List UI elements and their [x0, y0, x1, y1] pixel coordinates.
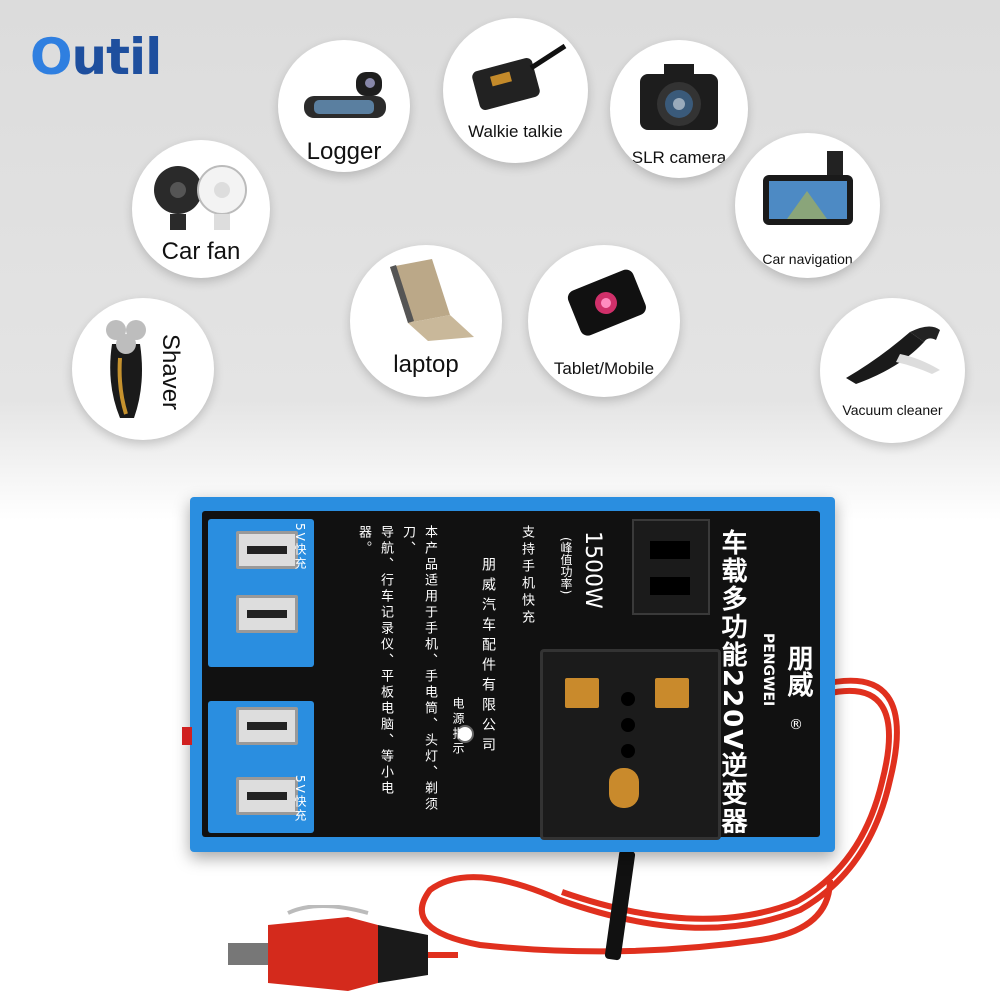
usb-port[interactable]	[236, 707, 298, 745]
laptop-icon	[390, 259, 474, 341]
outlet-hole	[621, 692, 635, 706]
fan-icon	[154, 165, 247, 230]
use-logger: Logger	[278, 40, 410, 172]
walkie-talkie-icon	[472, 43, 567, 110]
use-laptop: laptop	[350, 245, 502, 397]
usb-port[interactable]	[236, 531, 298, 569]
brand-name-cn: 朋威	[783, 645, 813, 697]
power-cable	[418, 677, 900, 961]
usb-port[interactable]	[236, 595, 298, 633]
inverter-body: 5V快充 5V快充 本产品适用于手机、手电筒、头灯、剃须刀、 导航、行车记录仪、…	[182, 497, 835, 852]
camera-icon	[640, 64, 718, 130]
outlet-hole	[621, 744, 635, 758]
vacuum-icon	[846, 326, 940, 384]
use-slr-camera: SLR camera	[610, 40, 748, 178]
registered-mark: ®	[788, 717, 804, 733]
power-switch[interactable]	[182, 727, 192, 745]
usb-label: 5V快充	[293, 523, 307, 571]
usb-port-group-top: 5V快充	[208, 519, 314, 667]
use-label: Vacuum cleaner	[842, 402, 943, 418]
use-label: Tablet/Mobile	[553, 359, 655, 378]
outlet-slot	[650, 541, 690, 559]
use-shaver: Shaver	[72, 298, 214, 440]
description-line-1: 本产品适用于手机、手电筒、头灯、剃须刀、	[400, 525, 437, 813]
use-vacuum-cleaner: Vacuum cleaner	[820, 298, 965, 443]
use-car-fan: Car fan	[132, 140, 270, 278]
power-rating: 1500W	[580, 531, 605, 609]
use-label: laptop	[393, 351, 459, 378]
outlet-slot	[650, 577, 690, 595]
usb-port-group-bottom: 5V快充	[208, 701, 314, 833]
brand-logo: Outil	[30, 28, 163, 86]
outlet-hole	[621, 718, 635, 732]
use-label: Logger	[306, 138, 382, 165]
power-indicator-label: 电源指示	[451, 697, 465, 757]
phone-icon	[567, 269, 646, 336]
description-line-2: 导航、行车记录仪、平板电脑、等小电器。	[356, 525, 393, 797]
use-car-navigation: Car navigation	[735, 133, 880, 278]
use-tablet-mobile: Tablet/Mobile	[528, 245, 680, 397]
usb-port[interactable]	[236, 777, 298, 815]
fast-charge-support: 支持手机快充	[519, 525, 534, 627]
outlet-pin	[655, 678, 689, 708]
inverter-panel: 5V快充 5V快充 本产品适用于手机、手电筒、头灯、剃须刀、 导航、行车记录仪、…	[202, 511, 820, 840]
product-description: 本产品适用于手机、手电筒、头灯、剃须刀、 导航、行车记录仪、平板电脑、等小电器。	[352, 525, 440, 825]
universal-outlet[interactable]	[540, 649, 721, 840]
use-label: Shaver	[157, 334, 184, 411]
outlet-pin	[609, 768, 639, 808]
car-recorder-icon	[304, 72, 386, 118]
company-name: 朋威汽车配件有限公司	[480, 557, 496, 757]
power-note: (峰值功率)	[559, 537, 573, 595]
use-label: Walkie talkie	[468, 122, 563, 141]
power-indicator-led	[456, 725, 474, 743]
outlet-small[interactable]	[632, 519, 710, 615]
outlet-pin	[565, 678, 599, 708]
use-walkie-talkie: Walkie talkie	[443, 18, 588, 163]
use-label: Car navigation	[762, 251, 853, 267]
logo-letter-o: O	[30, 28, 73, 86]
gps-phone-icon	[763, 151, 853, 225]
use-label: Car fan	[161, 238, 241, 265]
usb-label: 5V快充	[293, 775, 307, 823]
use-label: SLR camera	[631, 148, 727, 167]
cigarette-lighter-plug	[228, 905, 458, 991]
shaver-icon	[106, 320, 146, 418]
product-title: 车载多功能220V逆变器	[717, 529, 747, 836]
logo-text: util	[71, 28, 163, 86]
brand-name-en: PENGWEI	[760, 633, 776, 707]
